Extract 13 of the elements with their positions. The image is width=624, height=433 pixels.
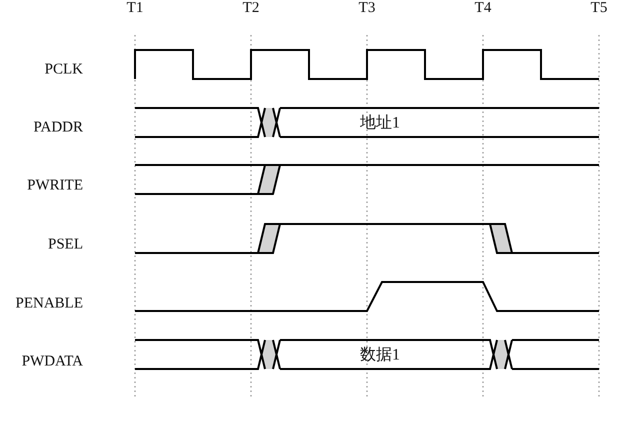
time-label: T1 xyxy=(126,0,144,17)
signal-name: PENABLE xyxy=(16,296,83,312)
signal-name: PADDR xyxy=(34,120,83,136)
bus-value: 数据1 xyxy=(360,345,400,365)
signal-name: PWRITE xyxy=(27,178,83,194)
signal-name: PSEL xyxy=(48,236,83,254)
time-label: T2 xyxy=(242,0,260,17)
signal-name: PCLK xyxy=(44,62,83,78)
time-label: T5 xyxy=(590,0,608,17)
time-label: T3 xyxy=(358,0,376,17)
signal-name: PWDATA xyxy=(22,354,83,370)
bus-value: 地址1 xyxy=(360,113,400,133)
time-label: T4 xyxy=(474,0,492,17)
